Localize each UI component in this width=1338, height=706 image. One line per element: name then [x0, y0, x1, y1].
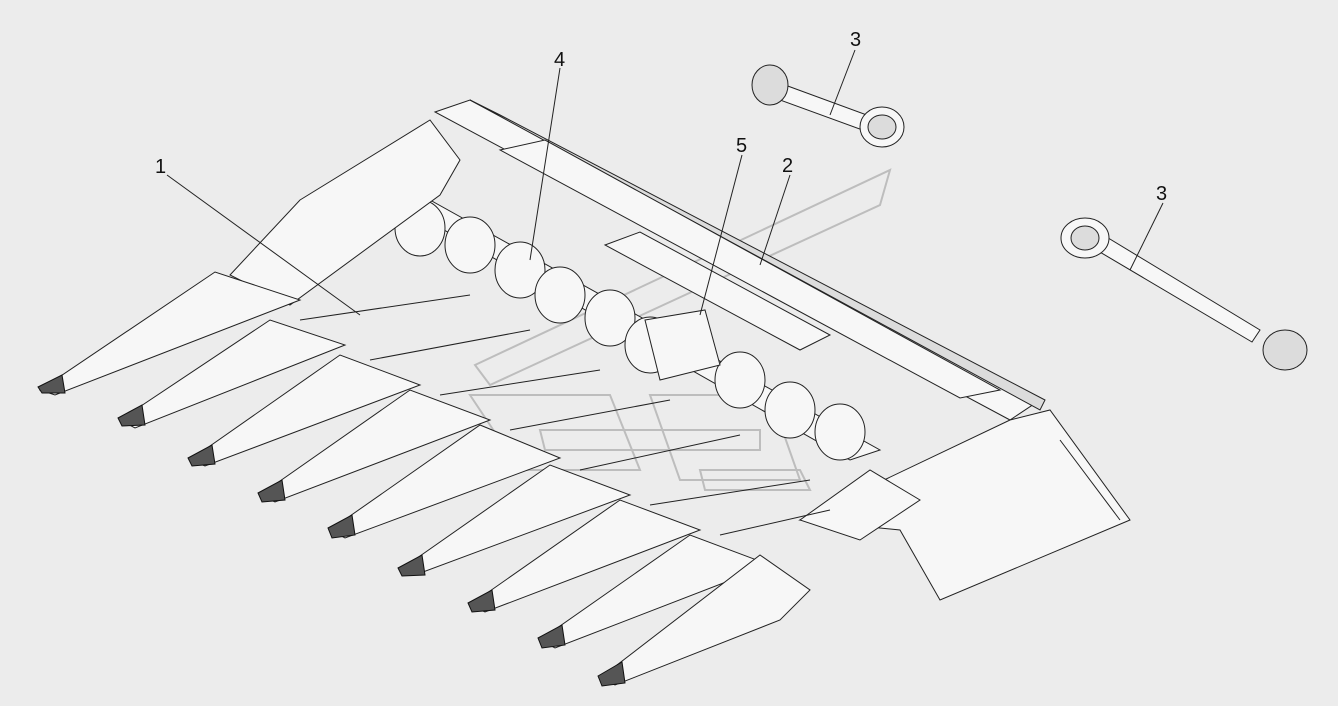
cover-shield — [644, 309, 721, 381]
left-side-wall — [229, 119, 461, 306]
leader-lines — [166, 49, 1164, 316]
row-dividers — [38, 271, 921, 686]
rear-frame-beam — [433, 99, 1046, 421]
drive-shaft-upper — [751, 64, 905, 148]
callout-4: 4 — [554, 49, 565, 71]
callout-5: 5 — [736, 135, 747, 157]
row-unit-slots — [299, 294, 831, 536]
callout-labels: 1 2 3 3 4 5 — [155, 29, 1167, 205]
callout-3-lower: 3 — [1156, 183, 1167, 205]
callout-2: 2 — [782, 155, 793, 177]
auger — [394, 199, 882, 461]
snout-tips — [37, 374, 626, 687]
drive-shaft-lower — [1060, 217, 1308, 371]
callout-3-upper: 3 — [850, 29, 861, 51]
right-side-wall — [798, 409, 1131, 601]
callout-1: 1 — [155, 156, 166, 178]
